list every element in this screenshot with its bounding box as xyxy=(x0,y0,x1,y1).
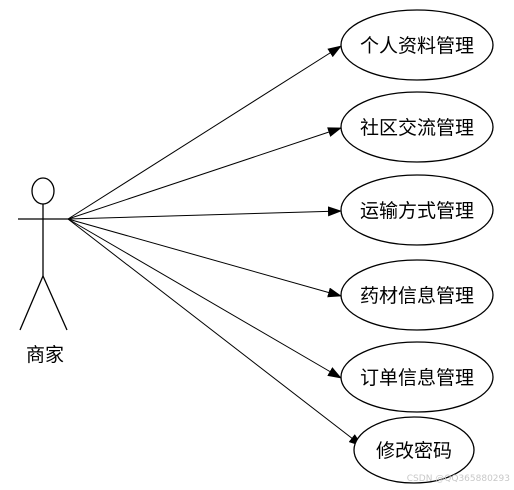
association-arrow-3 xyxy=(67,206,342,220)
use-case-ellipse xyxy=(340,259,494,331)
use-case-label: 社区交流管理 xyxy=(360,117,474,139)
actor-left-leg xyxy=(19,275,44,331)
use-case-ellipse xyxy=(340,174,494,246)
association-arrow-4 xyxy=(67,218,342,298)
use-case-4: 药材信息管理 xyxy=(340,259,494,331)
actor-figure xyxy=(18,177,68,331)
association-arrow-6 xyxy=(67,218,363,447)
use-case-ellipse xyxy=(353,416,475,484)
actor-label: 商家 xyxy=(26,344,64,366)
use-case-label: 修改密码 xyxy=(376,440,452,462)
use-case-ellipse xyxy=(340,91,494,163)
use-case-3: 运输方式管理 xyxy=(340,174,494,246)
use-case-ellipse xyxy=(340,9,494,81)
use-case-5: 订单信息管理 xyxy=(340,341,494,413)
watermark: CSDN @QQ365880293 xyxy=(407,474,510,484)
actor-head xyxy=(31,177,55,205)
use-case-ellipse xyxy=(340,341,494,413)
use-case-1: 个人资料管理 xyxy=(340,9,494,81)
use-case-label: 药材信息管理 xyxy=(360,285,474,307)
use-case-label: 运输方式管理 xyxy=(360,200,474,222)
association-arrow-2 xyxy=(67,127,342,220)
use-case-6: 修改密码 xyxy=(353,416,475,484)
use-case-2: 社区交流管理 xyxy=(340,91,494,163)
associations xyxy=(67,45,363,447)
association-arrow-1 xyxy=(67,45,342,220)
association-arrow-5 xyxy=(67,218,342,379)
actor-right-leg xyxy=(42,275,68,331)
use-case-label: 个人资料管理 xyxy=(360,35,474,57)
use-case-label: 订单信息管理 xyxy=(360,367,474,389)
